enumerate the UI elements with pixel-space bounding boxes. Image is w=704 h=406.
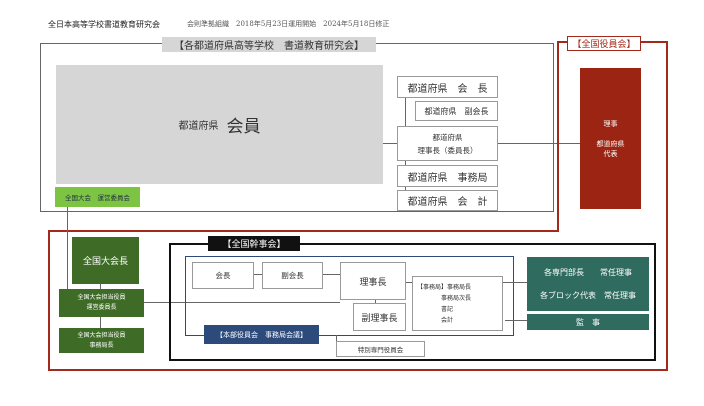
exec-vice-director: 副理事長 xyxy=(353,303,406,331)
pref-president: 都道府県 会 長 xyxy=(397,76,498,98)
auditor: 監 事 xyxy=(527,314,649,330)
members-prefix: 都道府県 xyxy=(178,121,219,132)
exec-president: 会長 xyxy=(192,262,254,289)
special-committee: 特別専門役員会 xyxy=(336,341,425,357)
pref-treasurer: 都道府県 会 計 xyxy=(397,190,498,211)
pref-vice-president: 都道府県 副会長 xyxy=(415,101,498,121)
pref-secretariat: 都道府県 事務局 xyxy=(397,165,498,187)
exec-vice-president: 副会長 xyxy=(262,262,323,289)
block-reps: 各ブロック代表 常任理事 xyxy=(540,291,636,300)
standing-directors-box: 各専門部長 常任理事 各ブロック代表 常任理事 xyxy=(527,257,649,311)
executive-title: 【全国幹事会】 xyxy=(208,236,300,251)
convention-secretary-general: 全国大会担当役員 事務局長 xyxy=(59,328,144,353)
national-board-title: 【全国役員会】 xyxy=(567,36,641,51)
members-label: 会員 xyxy=(226,117,261,137)
members-box: 都道府県 会員 xyxy=(56,65,383,184)
exec-director: 理事長 xyxy=(340,262,406,300)
prefecture-rep-box: 理事 都道府県 代表 xyxy=(580,68,641,209)
exec-secretariat: 【事務局】事務局長 事務局次長 書記 会計 xyxy=(412,276,503,331)
dept-heads: 各専門部長 常任理事 xyxy=(544,268,632,277)
revision-note: 会則準拠組織 2018年5月23日運用開始 2024年5月18日修正 xyxy=(187,20,390,28)
pref-director: 都道府県 理事長（委員長） xyxy=(397,126,498,161)
prefectural-title: 【各都道府県高等学校 書道教育研究会】 xyxy=(162,37,376,52)
convention-committee-chair: 全国大会担当役員 運営委員長 xyxy=(59,289,144,317)
executive-frame xyxy=(169,243,656,361)
convention-committee: 全国大会 運営委員会 xyxy=(55,187,140,207)
hq-meeting-label: 【本部役員会 事務局会議】 xyxy=(204,325,319,344)
hq-frame xyxy=(185,256,514,336)
convention-chair: 全国大会長 xyxy=(72,237,139,284)
org-name: 全日本高等学校書道教育研究会 xyxy=(48,20,160,29)
